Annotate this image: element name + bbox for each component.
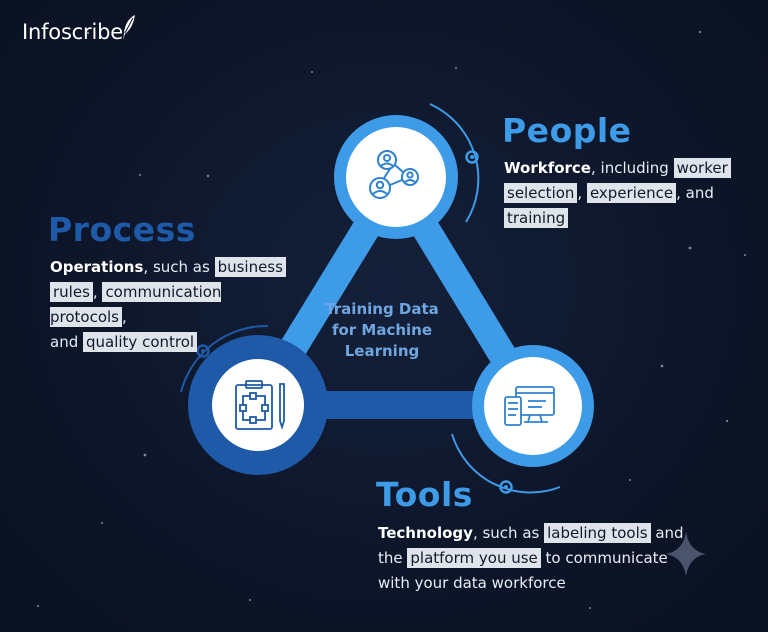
people-network-icon (369, 150, 419, 199)
brand-logo: Infoscribe (22, 15, 137, 44)
tools-heading: Tools (376, 475, 473, 514)
arc-people (429, 103, 480, 223)
process-heading: Process (48, 210, 196, 249)
clipboard-pen-icon (235, 380, 285, 430)
quill-icon (122, 15, 135, 40)
devices-icon (504, 386, 555, 426)
people-heading: People (502, 111, 632, 150)
dot-people (465, 150, 479, 164)
process-description: Operations, such as business rules, comm… (50, 255, 300, 355)
tools-description: Technology, such as labeling tools and t… (378, 523, 684, 592)
dot-process (196, 344, 210, 358)
star-decorations (37, 30, 746, 609)
people-description: Workforce, including worker selection, e… (504, 156, 754, 231)
center-label: Training Data for Machine Learning (325, 300, 439, 360)
node-process (188, 335, 328, 475)
sparkle-star (666, 532, 706, 576)
node-tools (472, 345, 594, 467)
arc-process (180, 324, 269, 393)
brand-name: Infoscribe (22, 20, 123, 44)
node-people (334, 115, 458, 239)
arc-tools (451, 433, 561, 494)
dot-tools (499, 480, 513, 494)
